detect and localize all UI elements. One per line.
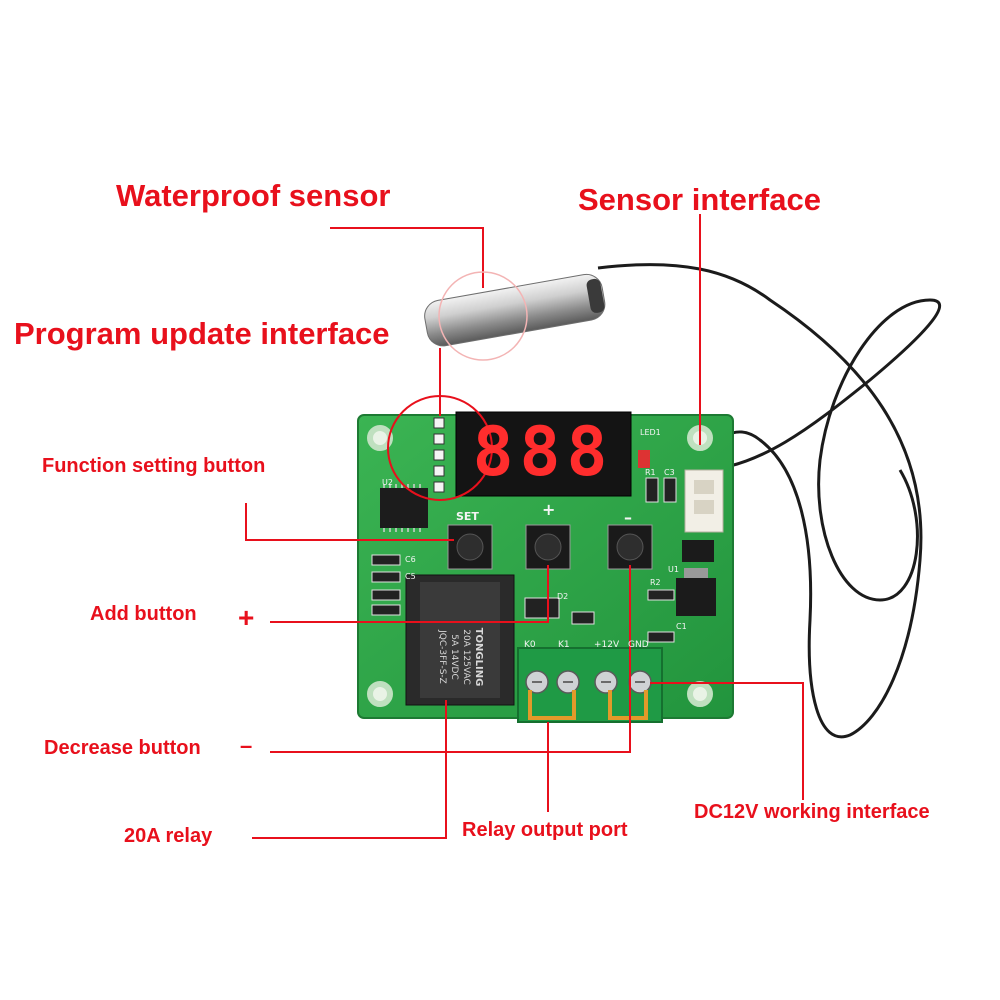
silk-c5: C5 <box>405 572 416 581</box>
silk-c6: C6 <box>405 555 416 564</box>
ic-u2 <box>380 488 428 528</box>
label-function-setting-button: Function setting button <box>42 455 266 477</box>
display-digits: 888 <box>472 413 614 492</box>
relay-text: TONGLING 20A 125VAC 5A 14VDC JQC-3FF-S-Z <box>420 585 500 700</box>
silk-set: SET <box>456 510 479 523</box>
relay-model: JQC-3FF-S-Z <box>437 630 447 684</box>
sensor-cable <box>597 263 942 739</box>
label-20a-relay: 20A relay <box>124 825 213 847</box>
silk-u1: U1 <box>668 565 679 574</box>
label-decrease-symbol: – <box>240 733 253 758</box>
smd-parts <box>371 477 677 643</box>
terminal-label-12v: +12V <box>594 640 620 650</box>
relay-rating-2: 5A 14VDC <box>449 634 459 680</box>
jumper-brackets <box>528 690 648 720</box>
callout-lines <box>245 214 804 839</box>
label-decrease-button: Decrease button <box>44 737 201 759</box>
sensor-highlight-circle <box>438 271 528 361</box>
terminal-label-k0: K0 <box>524 640 536 650</box>
led-display <box>455 411 632 497</box>
terminal-label-gnd: GND <box>628 640 649 650</box>
terminal-screws <box>525 670 652 694</box>
label-relay-output-port: Relay output port <box>462 819 628 841</box>
silk-plus: + <box>542 500 556 519</box>
label-add-button: Add button <box>90 603 197 625</box>
silk-minus: – <box>624 508 632 527</box>
silk-u2: U2 <box>382 478 393 487</box>
label-dc12v-working-interface: DC12V working interface <box>694 801 930 823</box>
label-program-update-interface: Program update interface <box>14 316 390 351</box>
push-buttons <box>447 524 653 570</box>
relay-brand: TONGLING <box>473 627 484 687</box>
waterproof-sensor-probe <box>424 273 606 347</box>
program-pins <box>433 417 445 493</box>
silk-c3: C3 <box>664 468 675 477</box>
silk-led: LED1 <box>640 428 661 437</box>
terminal-label-k1: K1 <box>558 640 570 650</box>
label-add-symbol: + <box>238 602 255 633</box>
relay-rating-1: 20A 125VAC <box>461 629 471 685</box>
label-waterproof-sensor: Waterproof sensor <box>116 178 391 213</box>
silk-c1: C1 <box>676 622 687 631</box>
silk-d2: D2 <box>557 592 569 601</box>
regulator-u1 <box>676 578 716 616</box>
silk-r2: R2 <box>650 578 661 587</box>
label-sensor-interface: Sensor interface <box>578 182 821 217</box>
program-pins-highlight-circle <box>387 395 493 501</box>
silk-r1: R1 <box>645 468 656 477</box>
